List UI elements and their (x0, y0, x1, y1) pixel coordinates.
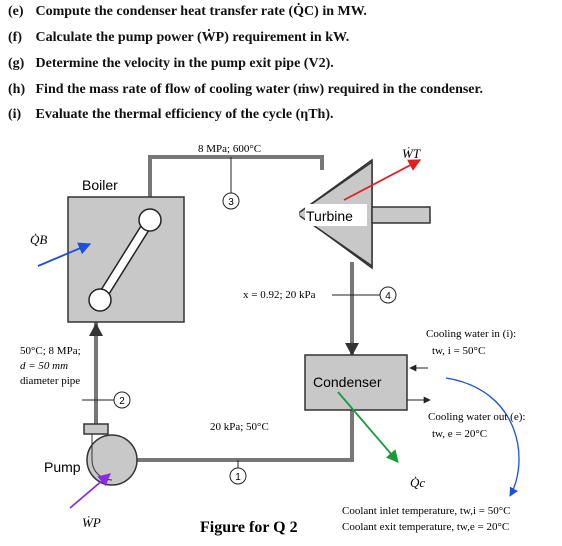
state-4-conditions: x = 0.92; 20 kPa (243, 289, 316, 301)
state-number-4: 4 (385, 291, 391, 302)
question-e: (e) Compute the condenser heat transfer … (8, 4, 367, 20)
question-h-text: Find the mass rate of flow of cooling wa… (35, 82, 483, 97)
question-h: (h) Find the mass rate of flow of coolin… (8, 82, 483, 98)
state-marker-4: 4 (332, 286, 397, 304)
question-h-label: (h) (8, 82, 26, 97)
state-marker-1: 1 (229, 460, 247, 485)
flow-arrow-down-icon (345, 343, 359, 356)
wp-symbol: ẆP (82, 515, 101, 530)
state-2-line-3: diameter pipe (20, 375, 80, 387)
question-e-label: (e) (8, 4, 24, 19)
flow-arrow-up-icon (89, 323, 103, 336)
qb-symbol: Q̇B (30, 232, 47, 247)
state-2-line-1: 50°C; 8 MPa; (20, 345, 81, 357)
wt-arrow (343, 159, 422, 201)
pipe-boiler-to-turbine (148, 155, 324, 197)
condenser-box (304, 354, 408, 411)
qb-arrow (37, 242, 92, 267)
wt-symbol: ẆT (402, 146, 421, 161)
state-number-3: 3 (228, 197, 234, 208)
state-number-1: 1 (235, 472, 241, 483)
question-g-text: Determine the velocity in the pump exit … (35, 56, 334, 71)
wp-arrow (69, 473, 111, 509)
coolant-curve-arrow (445, 377, 520, 497)
cooling-out-value: tw, e = 20°C (432, 428, 487, 440)
turbine-shaft (371, 206, 431, 224)
coolant-inlet-text: Coolant inlet temperature, tw,i = 50°C (342, 505, 510, 517)
qc-symbol: Q̇c (410, 475, 425, 490)
question-f: (f) Calculate the pump power (ẆP) requir… (8, 30, 349, 46)
turbine-label-bg (305, 204, 367, 226)
state-number-2: 2 (119, 396, 125, 407)
boiler-box (67, 196, 185, 323)
question-g-label: (g) (8, 56, 25, 71)
condenser-label: Condenser (313, 374, 382, 390)
question-e-text: Compute the condenser heat transfer rate… (35, 4, 367, 19)
question-f-label: (f) (8, 30, 22, 45)
pump-icon (83, 423, 138, 486)
state-3-conditions: 8 MPa; 600°C (198, 143, 261, 155)
question-f-text: Calculate the pump power (ẆP) requiremen… (35, 30, 350, 45)
pipes (94, 155, 354, 462)
question-i-label: (i) (8, 107, 22, 122)
question-i-text: Evaluate the thermal efficiency of the c… (35, 107, 334, 122)
state-2-line-2: d = 50 mm (20, 360, 68, 372)
boiler-tube-icon (88, 208, 162, 312)
cooling-out-title: Cooling water out (e): (428, 411, 525, 423)
state-marker-2: 2 (82, 391, 131, 409)
cooling-in-value: tw, i = 50°C (432, 345, 485, 357)
coolant-exit-text: Coolant exit temperature, tw,e = 20°C (342, 521, 509, 533)
state-1-conditions: 20 kPa; 50°C (210, 421, 269, 433)
state-marker-3: 3 (222, 157, 240, 210)
boiler-label: Boiler (82, 177, 118, 193)
question-i: (i) Evaluate the thermal efficiency of t… (8, 107, 333, 123)
cooling-in-title: Cooling water in (i): (426, 328, 516, 340)
pump-label: Pump (44, 459, 81, 475)
qc-arrow (337, 391, 399, 463)
pipe-condenser-to-pump (124, 410, 354, 462)
figure-caption: Figure for Q 2 (200, 519, 298, 536)
question-g: (g) Determine the velocity in the pump e… (8, 56, 334, 72)
turbine-label: Turbine (306, 208, 353, 224)
